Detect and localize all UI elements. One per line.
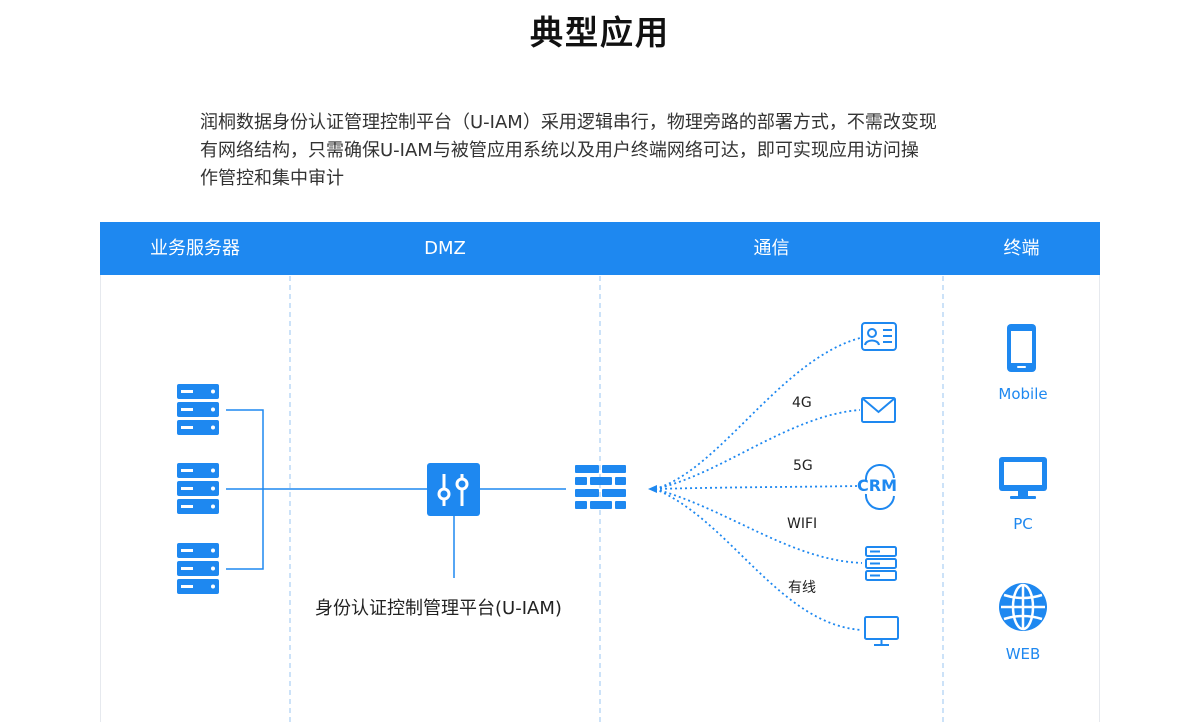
globe-icon bbox=[999, 583, 1047, 631]
server-icon bbox=[177, 384, 219, 435]
server-links bbox=[226, 409, 566, 578]
link-label-5g: 5G bbox=[793, 458, 813, 474]
contact-card-icon bbox=[861, 322, 897, 351]
column-dividers bbox=[289, 276, 944, 722]
description-line: 作管控和集中审计 bbox=[200, 168, 344, 189]
server-stack-icon bbox=[865, 546, 897, 581]
mail-icon bbox=[861, 397, 896, 423]
header-communication: 通信 bbox=[753, 238, 790, 259]
mobile-icon bbox=[1007, 324, 1036, 372]
crm-icon bbox=[864, 463, 895, 511]
link-label-4g: 4G bbox=[792, 395, 812, 411]
monitor-icon bbox=[864, 616, 899, 646]
arrow-head bbox=[648, 485, 657, 493]
header-terminal: 终端 bbox=[1003, 238, 1040, 259]
pc-icon bbox=[999, 457, 1047, 499]
server-icon bbox=[177, 543, 219, 594]
uiam-label: 身份认证控制管理平台(U-IAM) bbox=[315, 598, 562, 619]
page-title: 典型应用 bbox=[530, 13, 670, 52]
header-dmz: DMZ bbox=[424, 238, 466, 259]
crm-text: CRM bbox=[857, 476, 897, 495]
header-business-servers: 业务服务器 bbox=[150, 238, 240, 259]
terminal-label-web: WEB bbox=[1005, 645, 1041, 663]
server-icon bbox=[177, 463, 219, 514]
terminal-label-mobile: Mobile bbox=[998, 385, 1048, 403]
communication-links bbox=[654, 337, 863, 631]
link-label-wired: 有线 bbox=[788, 580, 816, 596]
terminal-label-pc: PC bbox=[1013, 515, 1033, 533]
firewall-icon bbox=[575, 465, 626, 509]
link-label-wifi: WIFI bbox=[787, 516, 818, 532]
diagram-header: 业务服务器 DMZ 通信 终端 bbox=[100, 222, 1100, 275]
description: 润桐数据身份认证管理控制平台（U-IAM）采用逻辑串行，物理旁路的部署方式，不需… bbox=[200, 109, 1010, 193]
description-line: 润桐数据身份认证管理控制平台（U-IAM）采用逻辑串行，物理旁路的部署方式，不需… bbox=[200, 112, 937, 133]
filter-device-icon bbox=[427, 463, 480, 516]
diagram-panel bbox=[100, 222, 1100, 722]
description-line: 有网络结构，只需确保U-IAM与被管应用系统以及用户终端网络可达，即可实现应用访… bbox=[200, 140, 919, 161]
